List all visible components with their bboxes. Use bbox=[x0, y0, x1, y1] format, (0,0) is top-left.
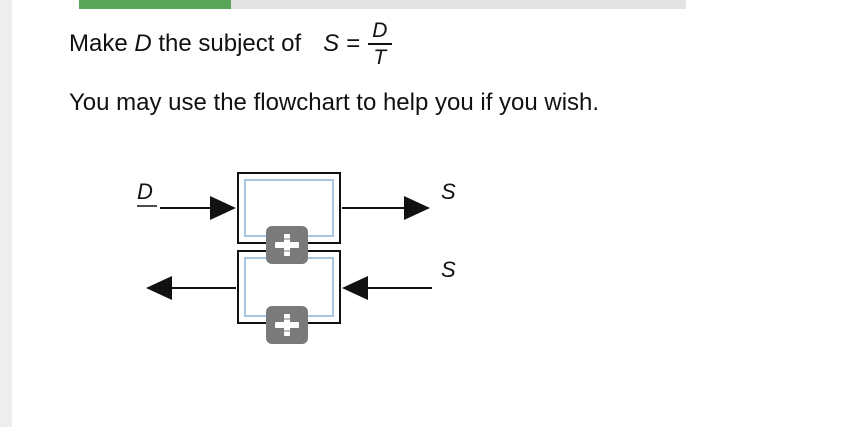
top-input-underline bbox=[137, 205, 157, 207]
left-rail bbox=[0, 0, 12, 427]
add-operation-button-1[interactable] bbox=[266, 226, 308, 264]
question-middle: the subject of bbox=[158, 30, 302, 57]
add-operation-button-2[interactable] bbox=[266, 306, 308, 344]
arrow-out-bottom-head bbox=[146, 276, 172, 300]
question-line: Make D the subject of S = D T bbox=[69, 14, 392, 74]
fraction: D T bbox=[367, 19, 392, 69]
fraction-denominator: T bbox=[373, 46, 387, 69]
fraction-numerator: D bbox=[372, 19, 388, 42]
equation: S = D T bbox=[323, 20, 392, 68]
fraction-bar bbox=[367, 43, 392, 45]
question-prefix: Make bbox=[69, 30, 128, 57]
top-input-label: D bbox=[137, 179, 153, 204]
equation-lhs: S = bbox=[323, 30, 360, 57]
progress-bar bbox=[79, 0, 686, 9]
instruction-text: You may use the flowchart to help you if… bbox=[69, 89, 600, 116]
top-output-label: S bbox=[441, 179, 456, 204]
question-subject-var: D bbox=[134, 30, 152, 57]
arrow-out-top-head bbox=[404, 196, 430, 220]
plus-icon bbox=[275, 234, 299, 256]
arrow-in-bottom-head bbox=[342, 276, 368, 300]
arrow-in-top-head bbox=[210, 196, 236, 220]
plus-icon bbox=[275, 314, 299, 336]
progress-fill bbox=[79, 0, 231, 9]
bottom-input-label: S bbox=[441, 257, 456, 282]
